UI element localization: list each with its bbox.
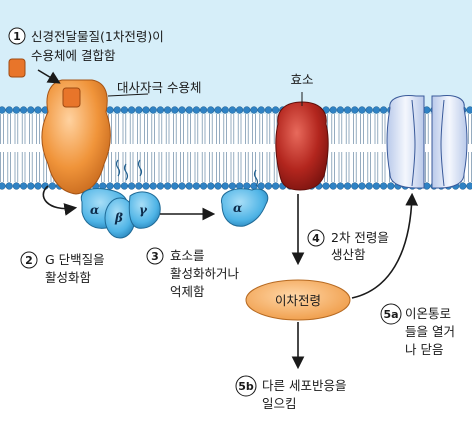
- step-5a-line3: 나 닫음: [405, 342, 443, 357]
- step-5a-line1: 이온통로: [405, 306, 451, 321]
- g-beta-label: β: [114, 211, 123, 225]
- step-1: 1 신경전달물질(1차전령)이 수용체에 결합함: [8, 27, 164, 63]
- step-2-line2: 활성화함: [45, 270, 92, 285]
- active-g-alpha: α: [220, 188, 269, 227]
- step-3-number: 3: [151, 250, 159, 263]
- g-protein: α β γ: [80, 188, 161, 239]
- g-gamma-label: γ: [139, 203, 148, 217]
- enzyme-label: 효소: [290, 72, 313, 87]
- ion-channel: [386, 95, 468, 189]
- step-5b: 5b 다른 세포반응을 일으킴: [235, 375, 346, 411]
- flow-arrows: [37, 69, 419, 370]
- step-3-line3: 억제함: [170, 284, 205, 299]
- second-messenger: 이차전령: [245, 279, 351, 321]
- enzyme: [275, 101, 329, 191]
- enzyme-callout: 효소: [290, 72, 314, 106]
- step-4-line1: 2차 전령을: [331, 230, 389, 245]
- receptor-label: 대사자극 수용체: [117, 80, 201, 95]
- step-1-line1: 신경전달물질(1차전령)이: [31, 29, 164, 44]
- step-2-line1: G 단백질을: [45, 252, 105, 267]
- step-1-line2: 수용체에 결합함: [31, 48, 116, 63]
- step-3-line1: 효소를: [170, 248, 205, 263]
- step-5a: 5a 이온통로 들을 열거 나 닫음: [380, 303, 455, 357]
- step-5a-number: 5a: [383, 308, 398, 321]
- step-4-number: 4: [312, 232, 320, 245]
- step-5b-line2: 일으킴: [262, 396, 297, 411]
- step-2-number: 2: [25, 254, 33, 267]
- neurotransmitter-legend-icon: [8, 58, 26, 78]
- metabotropic-receptor: [41, 79, 111, 195]
- g-alpha-label: α: [90, 203, 99, 217]
- receptor-callout: 대사자극 수용체: [107, 80, 201, 97]
- step-3-line2: 활성화하거나: [170, 266, 240, 281]
- step-2: 2 G 단백질을 활성화함: [20, 251, 105, 285]
- second-messenger-label: 이차전령: [275, 293, 321, 308]
- active-alpha-label: α: [233, 201, 242, 215]
- step-5a-line2: 들을 열거: [405, 324, 455, 339]
- step-1-number: 1: [13, 30, 21, 43]
- step-4-line2: 생산함: [331, 247, 366, 262]
- lipid-anchors: [115, 159, 259, 187]
- step-5b-line1: 다른 세포반응을: [262, 378, 346, 393]
- step-4: 4 2차 전령을 생산함: [307, 229, 389, 262]
- step-3: 3 효소를 활성화하거나 억제함: [146, 247, 240, 299]
- step-5b-number: 5b: [238, 380, 254, 393]
- neurotransmitter: [62, 87, 81, 108]
